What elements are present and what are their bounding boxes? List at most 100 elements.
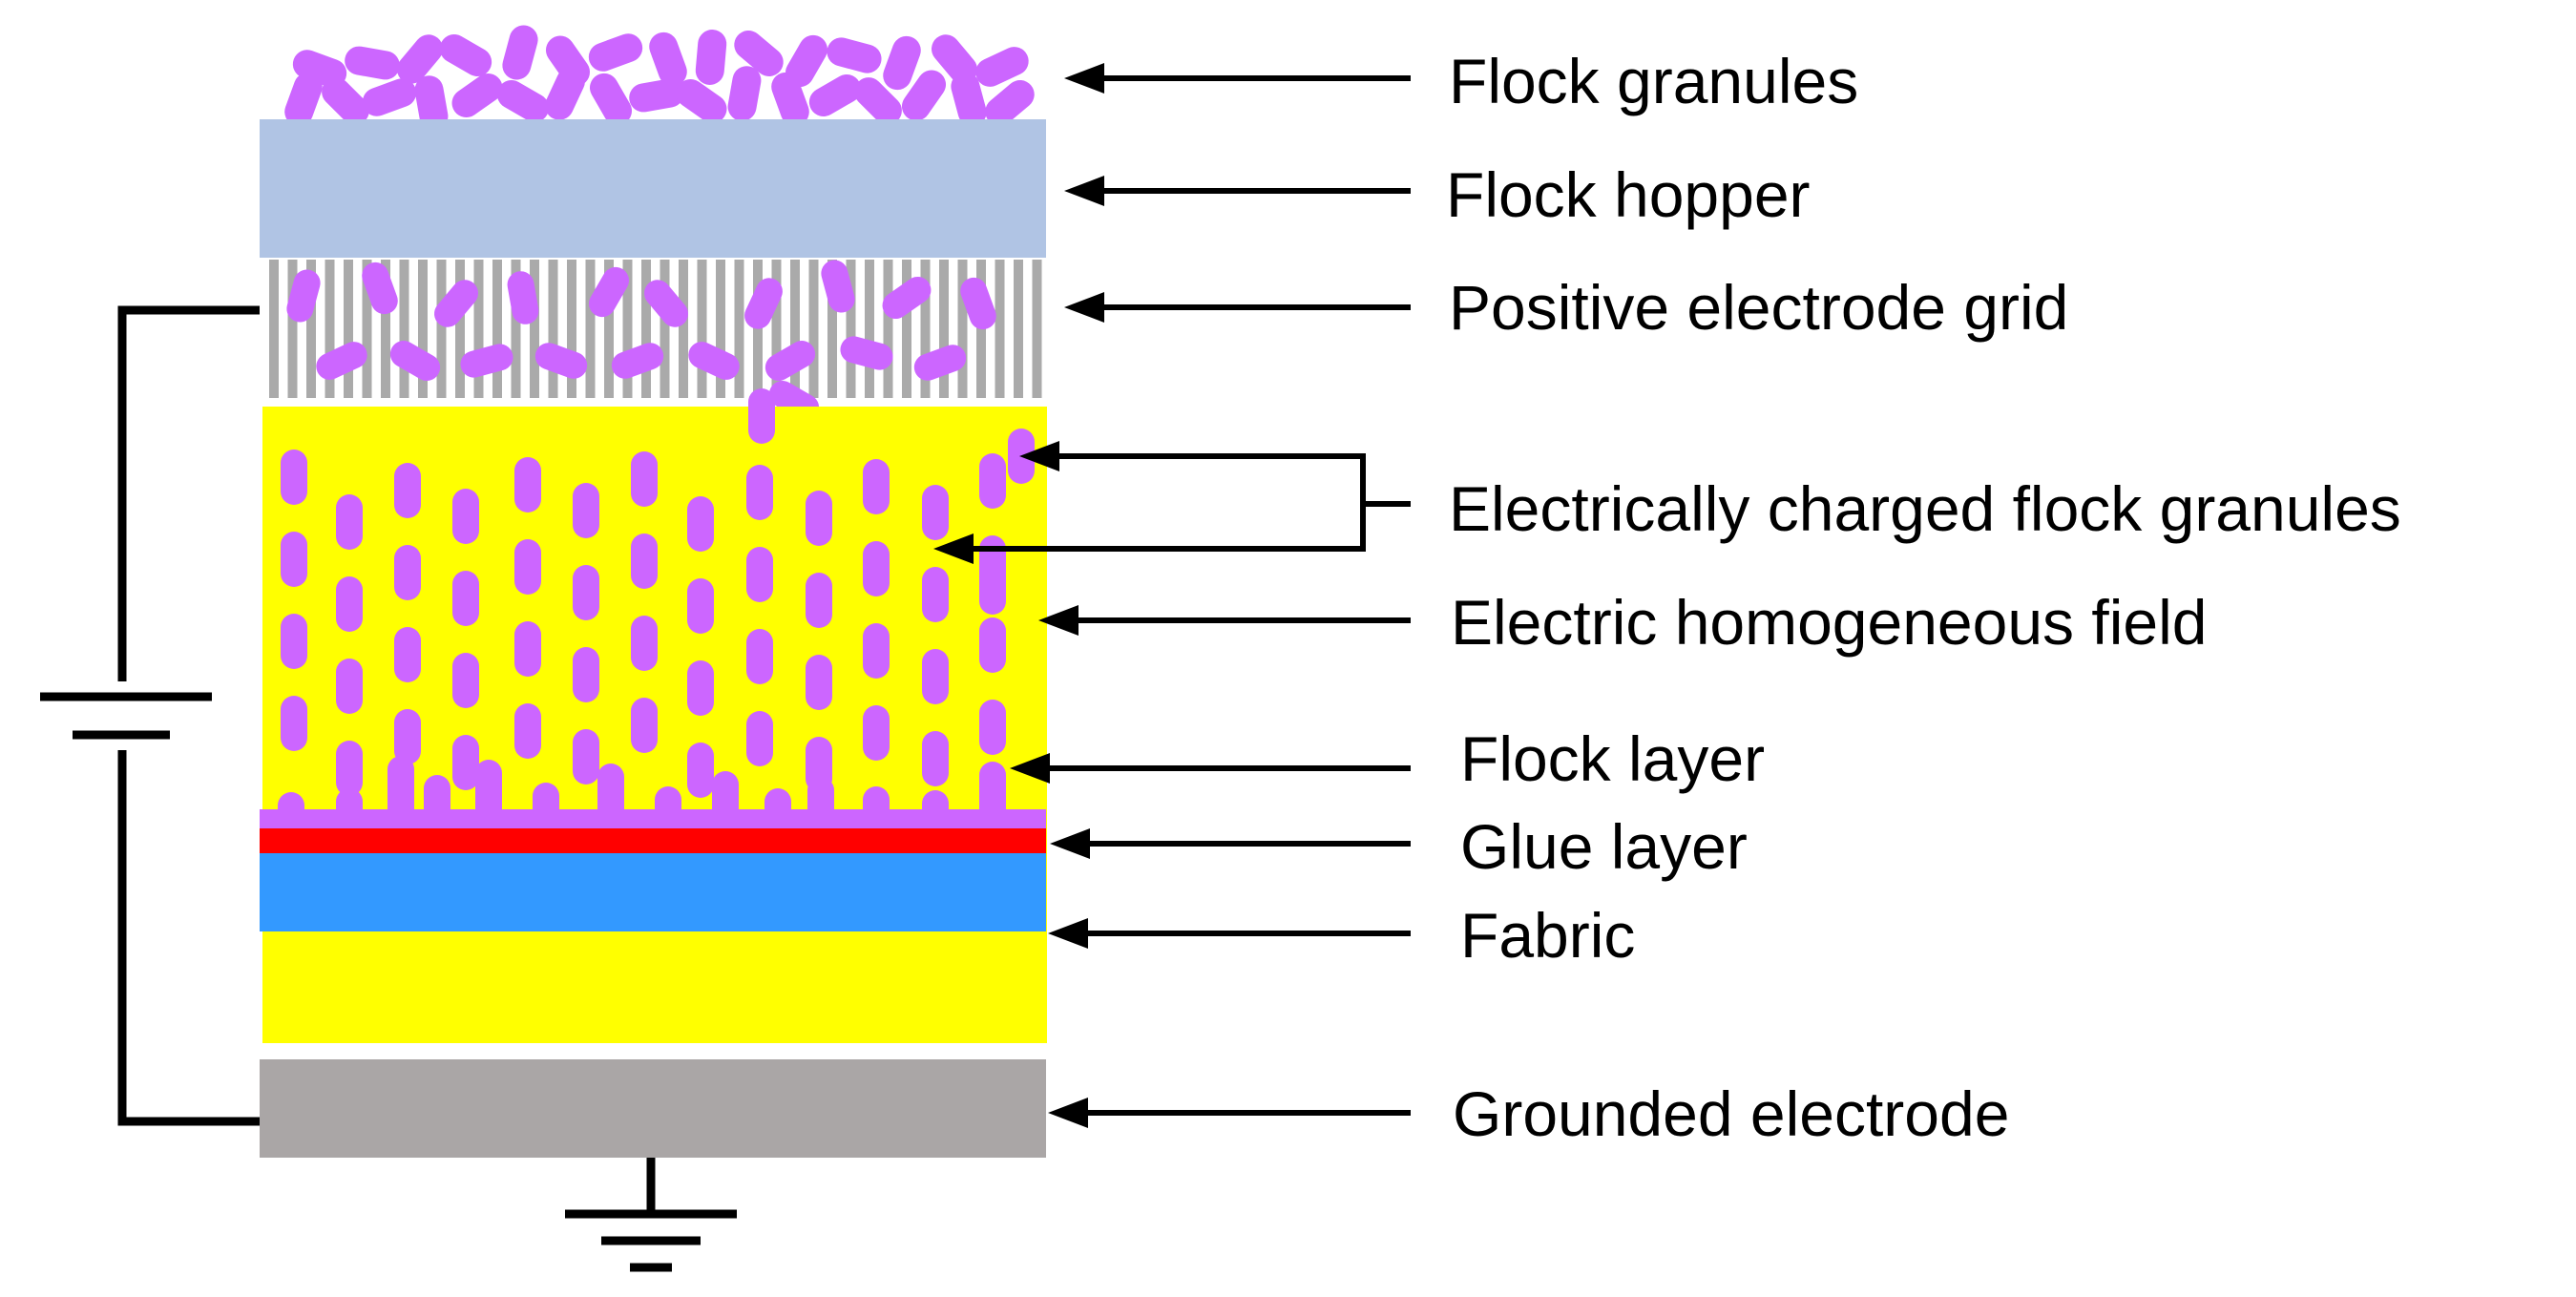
flock-granule bbox=[821, 260, 855, 313]
charged-flock-granule bbox=[514, 703, 541, 759]
positive-electrode-grid bbox=[269, 260, 1042, 421]
flock-granule bbox=[588, 33, 643, 72]
flock-fiber bbox=[336, 788, 363, 828]
charged-flock-granule bbox=[573, 483, 599, 538]
grid-bar bbox=[920, 260, 931, 398]
flock-fiber bbox=[807, 777, 834, 828]
grid-bar bbox=[511, 260, 521, 398]
grid-bar bbox=[585, 260, 596, 398]
flock-fiber bbox=[475, 760, 502, 828]
flock-granule bbox=[883, 35, 921, 91]
flock-granule bbox=[534, 343, 588, 379]
flock-granule bbox=[932, 34, 977, 84]
charged-flock-granule bbox=[631, 451, 658, 507]
charged-flock-granule bbox=[394, 709, 421, 764]
grid-bar bbox=[1032, 260, 1042, 398]
charged-flock-granule bbox=[863, 459, 890, 514]
grid-bar bbox=[957, 260, 968, 398]
grid-bar bbox=[771, 260, 782, 398]
charged-flock-granule bbox=[922, 567, 949, 622]
arrow-electric-field bbox=[1038, 605, 1411, 636]
grid-bar bbox=[734, 260, 744, 398]
charged-flock-granule bbox=[746, 465, 773, 520]
glue-layer bbox=[260, 828, 1046, 853]
arrow-grounded-electrode bbox=[1048, 1098, 1411, 1128]
label-grounded-electrode: Grounded electrode bbox=[1453, 1078, 2009, 1149]
charged-flock-granule bbox=[687, 743, 714, 798]
flock-granule bbox=[913, 345, 967, 381]
grid-bar bbox=[306, 260, 316, 398]
flock-granule bbox=[649, 31, 687, 87]
flock-granule bbox=[727, 66, 762, 121]
charged-flock-granule bbox=[514, 621, 541, 677]
charged-flock-granule bbox=[336, 494, 363, 550]
charged-flock-granule bbox=[394, 545, 421, 600]
flock-fiber bbox=[424, 775, 450, 828]
flock-granule bbox=[362, 78, 417, 116]
grid-bar bbox=[697, 260, 707, 398]
flock-granule bbox=[496, 80, 550, 123]
arrow-flock-layer bbox=[1010, 753, 1411, 784]
grid-bar bbox=[641, 260, 651, 398]
label-flock-hopper: Flock hopper bbox=[1446, 159, 1811, 230]
grid-bar bbox=[567, 260, 576, 398]
charged-flock-granule bbox=[863, 705, 890, 761]
grid-bar bbox=[883, 260, 893, 398]
grid-bar bbox=[846, 260, 856, 398]
flock-granule bbox=[951, 72, 987, 127]
flock-granule bbox=[695, 30, 727, 85]
charged-flock-granule bbox=[806, 655, 832, 710]
charged-flock-granule bbox=[514, 457, 541, 513]
grid-bar bbox=[269, 260, 279, 398]
label-flock-granules: Flock granules bbox=[1449, 46, 1858, 116]
charged-flock-granule bbox=[687, 578, 714, 634]
flock-granule bbox=[854, 77, 902, 125]
flock-fiber bbox=[278, 792, 304, 828]
flock-granule bbox=[322, 77, 369, 125]
label-electric-field: Electric homogeneous field bbox=[1451, 587, 2207, 658]
charged-flock-granule bbox=[281, 450, 307, 505]
grid-bar bbox=[622, 260, 633, 398]
flock-layer bbox=[260, 756, 1046, 830]
flock-granule bbox=[362, 261, 398, 315]
charged-flock-granule bbox=[452, 489, 479, 544]
flock-granule bbox=[439, 34, 492, 76]
grid-bar bbox=[865, 260, 874, 398]
label-positive-electrode-grid: Positive electrode grid bbox=[1449, 272, 2068, 343]
flock-fiber bbox=[597, 764, 624, 828]
flock-granule bbox=[975, 47, 1029, 87]
charged-flock-granule bbox=[631, 698, 658, 753]
grid-bar bbox=[790, 260, 800, 398]
flock-granule bbox=[771, 72, 809, 127]
grid-bar bbox=[455, 260, 465, 398]
flock-granule bbox=[785, 34, 827, 88]
flock-granules-pile bbox=[284, 25, 1035, 131]
charged-flock-granule bbox=[687, 660, 714, 716]
charged-flock-granule bbox=[922, 731, 949, 786]
charged-flock-granule bbox=[452, 653, 479, 708]
flock-granule bbox=[808, 74, 862, 116]
charged-flock-granule bbox=[573, 565, 599, 620]
charged-flock-granule bbox=[979, 700, 1006, 755]
charged-flock-granule bbox=[281, 532, 307, 587]
grid-bar bbox=[548, 260, 558, 398]
flock-granule bbox=[345, 46, 400, 80]
pointer-arrows bbox=[933, 63, 1411, 1128]
grid-bar bbox=[492, 260, 502, 398]
flock-fiber bbox=[764, 788, 791, 828]
flock-layer-base bbox=[260, 809, 1046, 830]
charged-flock-granule bbox=[746, 711, 773, 766]
grid-bar bbox=[362, 260, 372, 398]
arrow-glue-layer bbox=[1050, 828, 1411, 859]
flock-granule bbox=[460, 344, 513, 378]
label-fabric: Fabric bbox=[1460, 900, 1635, 971]
arrow-charged-flock-granules bbox=[933, 441, 1411, 564]
flock-granule bbox=[316, 342, 367, 380]
flock-fiber bbox=[712, 771, 739, 828]
charged-flock-granule bbox=[394, 463, 421, 518]
flock-fiber bbox=[655, 786, 681, 828]
charged-flock-granule bbox=[806, 573, 832, 628]
charged-flock-granule bbox=[979, 559, 1006, 615]
grid-bar bbox=[808, 260, 819, 398]
grid-bar bbox=[660, 260, 670, 398]
